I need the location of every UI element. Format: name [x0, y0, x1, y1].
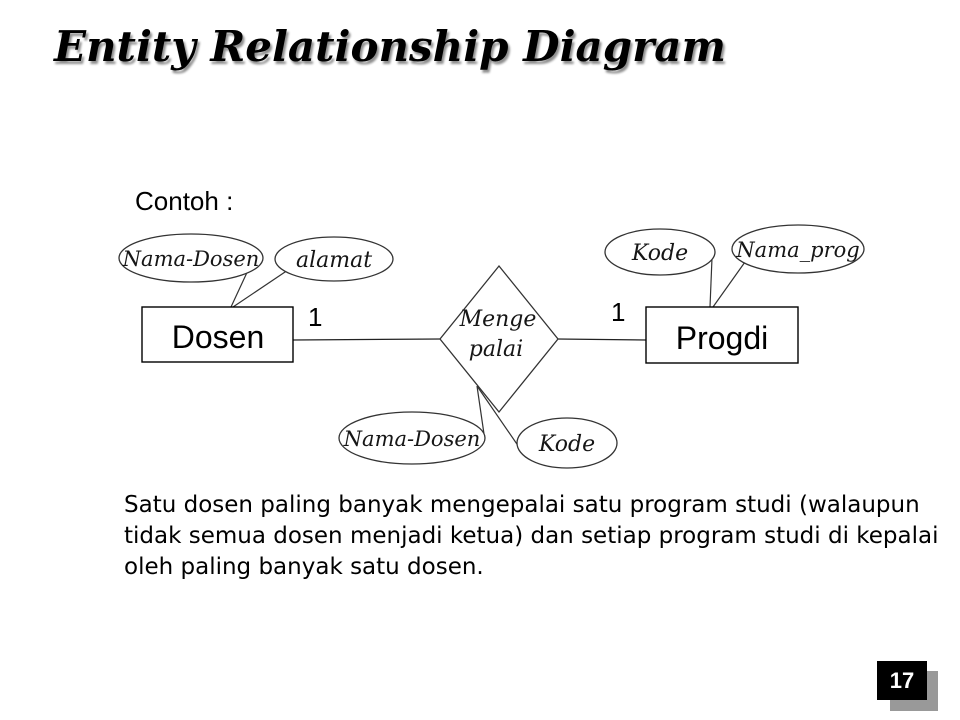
relationship-label-line1: Menge — [459, 307, 537, 332]
attribute-ellipse-kode-top — [604, 228, 716, 276]
relation-line-progdi — [556, 338, 647, 341]
attribute-ellipse-alamat — [274, 236, 394, 282]
cardinality-left: 1 — [308, 302, 322, 332]
page-title: Entity Relationship Diagram — [54, 22, 726, 71]
connector-relationship-to-nama-dosen-bottom — [476, 385, 485, 435]
description-text: Satu dosen paling banyak mengepalai satu… — [124, 490, 939, 583]
entity-label-dosen: Dosen — [172, 319, 265, 355]
connector-relationship-to-kode-bottom — [476, 385, 522, 451]
relationship-label-line2: palai — [469, 337, 523, 362]
page-number: 17 — [889, 667, 915, 693]
attr-label-kode-bottom: Kode — [538, 432, 595, 457]
relation-line-dosen — [292, 338, 442, 341]
attr-label-alamat: alamat — [296, 248, 372, 273]
description-line-1: Satu dosen paling banyak mengepalai satu… — [124, 492, 920, 518]
relationship-diamond — [439, 264, 559, 414]
attr-label-nama-dosen-top: Nama-Dosen — [122, 247, 260, 271]
attribute-ellipse-nama-prog — [731, 224, 865, 274]
entity-box-progdi — [645, 306, 799, 364]
entity-label-progdi: Progdi — [676, 320, 769, 356]
description-line-3: oleh paling banyak satu dosen. — [124, 554, 484, 580]
attr-label-nama-prog: Nama_prog — [735, 238, 859, 262]
attribute-ellipse-nama-dosen-bottom — [338, 411, 486, 465]
contoh-label: Contoh : — [135, 186, 234, 216]
attribute-ellipse-kode-bottom — [516, 417, 618, 469]
attribute-ellipse-nama-dosen-top — [118, 233, 264, 283]
page-number-box: 17 — [877, 661, 927, 700]
cardinality-right: 1 — [611, 297, 625, 327]
connector-alamat-to-dosen — [232, 269, 289, 308]
attr-label-nama-dosen-bottom: Nama-Dosen — [343, 427, 481, 451]
attr-label-kode-top: Kode — [631, 241, 688, 266]
entity-box-dosen — [141, 306, 294, 363]
connector-nama-prog-to-progdi — [712, 261, 746, 308]
description-line-2: tidak semua dosen menjadi ketua) dan set… — [124, 523, 939, 549]
connector-kode-top-to-progdi — [709, 257, 713, 308]
